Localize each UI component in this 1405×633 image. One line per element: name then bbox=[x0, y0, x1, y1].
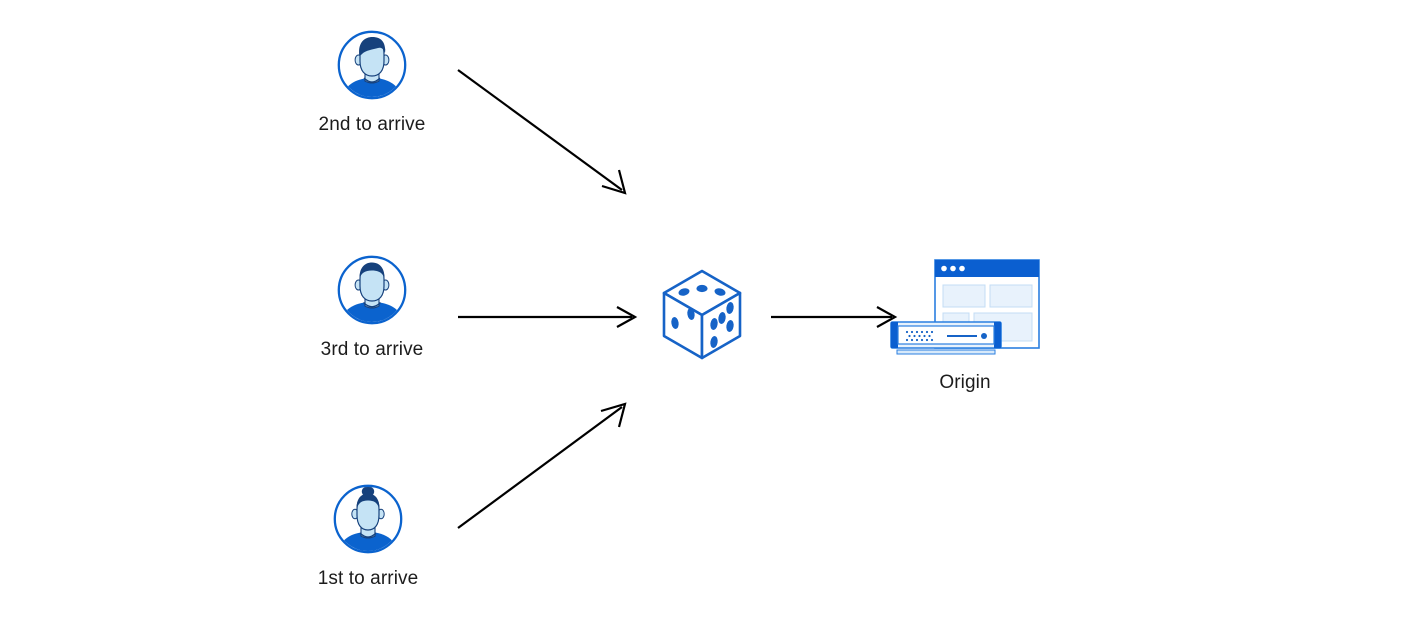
node-label-user-third: 3rd to arrive bbox=[320, 339, 424, 360]
dice-icon bbox=[662, 269, 742, 360]
user-avatar-icon bbox=[337, 30, 407, 100]
node-origin[interactable]: Origin bbox=[875, 256, 1055, 394]
node-label-user-first: 1st to arrive bbox=[317, 568, 419, 589]
arrow-second-to-dice bbox=[457, 69, 627, 195]
user-avatar-icon bbox=[337, 255, 407, 325]
origin-server-icon bbox=[890, 259, 1040, 355]
node-label-user-second: 2nd to arrive bbox=[318, 114, 426, 135]
user-avatar-icon bbox=[333, 484, 403, 554]
avatar-second-wrap bbox=[297, 28, 447, 102]
node-label-origin: Origin bbox=[939, 372, 991, 393]
arrow-first-to-dice bbox=[457, 402, 627, 529]
node-user-second[interactable]: 2nd to arrive bbox=[297, 28, 447, 136]
node-randomizer[interactable] bbox=[658, 266, 746, 364]
node-user-first[interactable]: 1st to arrive bbox=[293, 482, 443, 590]
avatar-third-wrap bbox=[297, 253, 447, 327]
server-device bbox=[890, 321, 1002, 355]
arrow-third-to-dice bbox=[458, 306, 638, 328]
node-user-third[interactable]: 3rd to arrive bbox=[297, 253, 447, 361]
origin-icon-wrap bbox=[875, 256, 1055, 368]
avatar-first-wrap bbox=[293, 482, 443, 556]
